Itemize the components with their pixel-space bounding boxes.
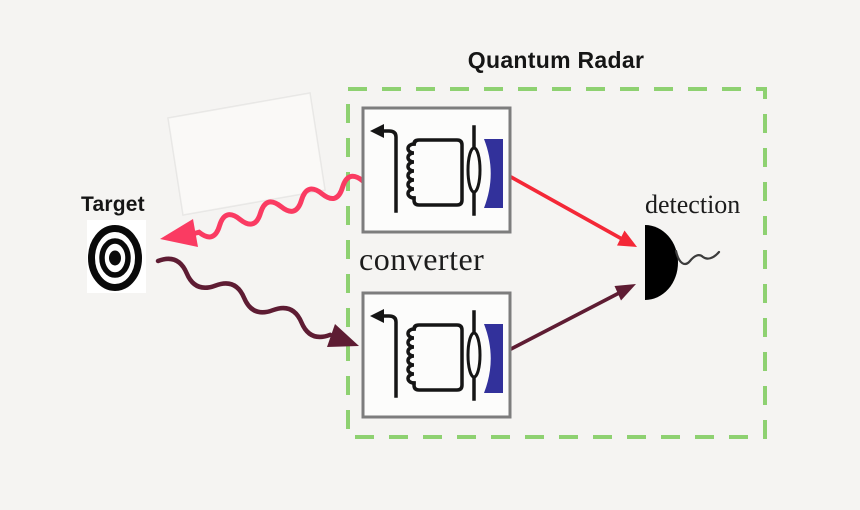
idler-beam-top-path [509, 175, 624, 241]
detector-output-squiggle [674, 249, 721, 265]
converter-label: converter [359, 241, 485, 277]
transmit-wave-path [193, 173, 366, 240]
diagram-title: Quantum Radar [467, 47, 645, 73]
return-wave-arrow [155, 256, 359, 347]
watermark-rectangle [167, 92, 326, 216]
target-icon [87, 220, 146, 293]
return-wave-path [155, 256, 333, 340]
idler-beam-arrow-bottom [509, 284, 636, 351]
transmit-wave-arrowhead [160, 219, 198, 247]
bullseye-outer-ring [88, 225, 142, 291]
idler-beam-bottom-path [509, 290, 623, 351]
bullseye-middle-ring [99, 238, 131, 278]
converter-box-bottom [361, 291, 512, 419]
converter-box-top [361, 106, 512, 234]
detector-half-disc [645, 225, 679, 300]
detection-label: detection [645, 190, 741, 219]
idler-beam-top-arrowhead [617, 230, 637, 247]
bullseye-center-dot [109, 250, 121, 266]
return-wave-arrowhead [327, 324, 359, 347]
quantum-radar-boundary [346, 87, 767, 439]
idler-beam-arrow-top [509, 175, 637, 247]
idler-beam-bottom-arrowhead [614, 284, 636, 301]
target-label: Target [81, 193, 145, 216]
transmit-wave-arrow [160, 173, 366, 247]
detector-icon [645, 225, 721, 300]
